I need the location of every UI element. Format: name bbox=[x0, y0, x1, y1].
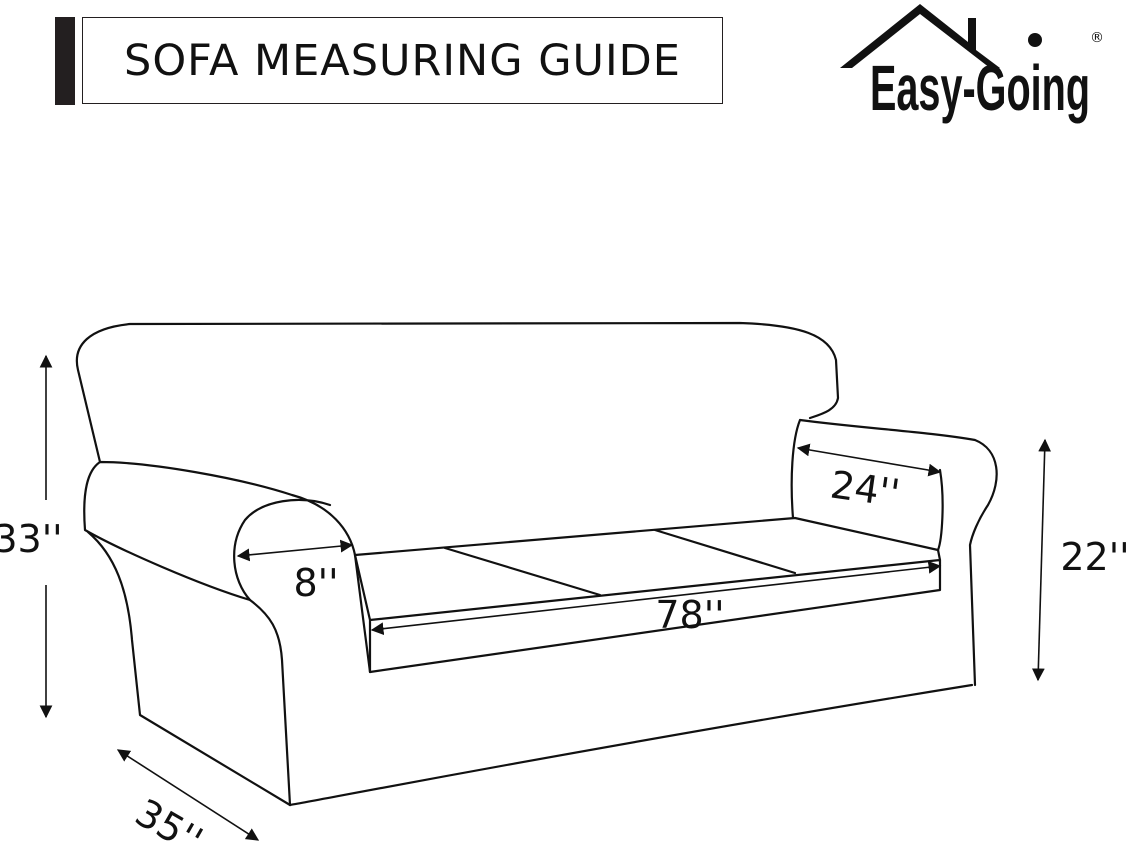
title-accent-bar bbox=[55, 17, 75, 105]
dimension-seat-width: 78'' bbox=[370, 560, 942, 637]
arm-depth-label: 24'' bbox=[828, 462, 903, 515]
left-side bbox=[86, 530, 292, 807]
sofa-base bbox=[288, 683, 974, 807]
dimension-arm-width: 8'' bbox=[236, 539, 354, 605]
seat-back-line bbox=[353, 516, 940, 557]
dimension-arm-depth: 24'' bbox=[796, 443, 942, 516]
globe-icon bbox=[1028, 33, 1042, 47]
cushion-divider bbox=[443, 528, 797, 597]
arm-height-label: 22'' bbox=[1060, 535, 1129, 579]
sofa-back bbox=[75, 321, 840, 464]
brand-logo: Easy-Going ® bbox=[840, 4, 1104, 124]
depth-label: 35'' bbox=[128, 790, 210, 845]
seat-front-cushion bbox=[353, 548, 942, 674]
title-box: SOFA MEASURING GUIDE bbox=[82, 17, 723, 104]
logo-text: Easy-Going bbox=[870, 52, 1090, 124]
dimension-depth: 35'' bbox=[116, 749, 260, 845]
dimension-arm-height: 22'' bbox=[1031, 438, 1130, 682]
height-label: 33'' bbox=[0, 517, 63, 561]
left-arm-front bbox=[248, 598, 292, 807]
page-title: SOFA MEASURING GUIDE bbox=[124, 35, 681, 86]
house-roof-icon bbox=[840, 4, 1000, 68]
right-arm bbox=[790, 418, 998, 687]
sofa-outline bbox=[75, 321, 998, 807]
arm-width-label: 8'' bbox=[293, 561, 338, 605]
seat-width-label: 78'' bbox=[655, 593, 724, 637]
dimension-height: 33'' bbox=[0, 354, 63, 719]
registered-mark: ® bbox=[1090, 30, 1104, 46]
left-arm bbox=[83, 460, 357, 602]
left-arm-inner bbox=[353, 553, 372, 674]
